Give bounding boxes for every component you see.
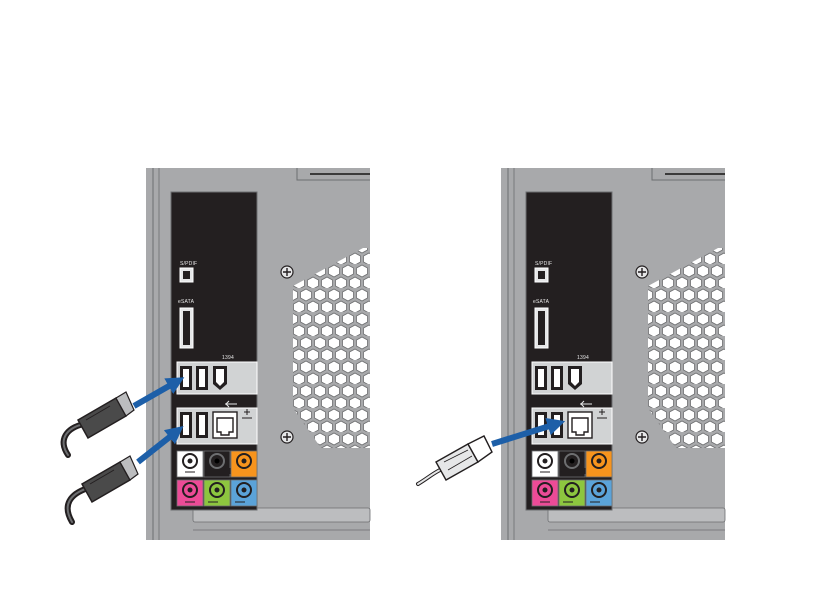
left-1394-label: 1394 (222, 355, 234, 361)
right-spdif-label: S/PDIF (535, 261, 552, 267)
network-cable (418, 436, 492, 484)
left-io-panel (145, 168, 370, 540)
right-esata-label: eSATA (533, 299, 550, 305)
right-io-panel (500, 168, 725, 540)
right-1394-label: 1394 (577, 355, 589, 361)
right-panel: S/PDIF eSATA 1394 (500, 168, 725, 540)
usb-cable-bottom (68, 456, 138, 522)
usb-cable-top (64, 392, 134, 455)
left-panel: S/PDIF eSATA 1394 (145, 168, 370, 540)
left-esata-label: eSATA (178, 299, 195, 305)
left-spdif-label: S/PDIF (180, 261, 197, 267)
